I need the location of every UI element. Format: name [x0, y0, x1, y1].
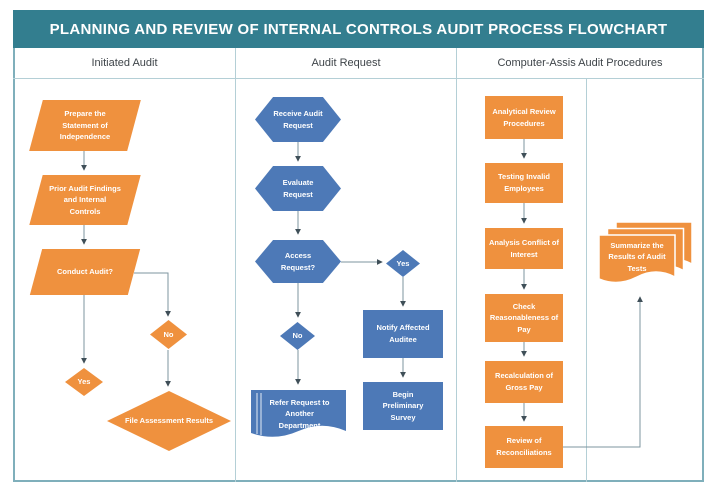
lane-divider: [235, 48, 236, 482]
node-check-reasonableness-pay: Check Reasonableness of Pay: [485, 294, 563, 342]
node-label: Summarize the Results of Audit Tests: [608, 240, 666, 273]
node-prepare-statement: Prepare the Statement of Independence: [29, 100, 141, 151]
node-label: Review of Reconciliations: [496, 436, 552, 457]
node-no-decision: No: [150, 320, 187, 349]
node-yes-decision: Yes: [65, 368, 103, 396]
node-notify-affected-auditee: Notify Affected Auditee: [363, 310, 443, 358]
lane-header-audit-request: Audit Request: [236, 48, 456, 78]
node-review-reconciliations: Review of Reconciliations: [485, 426, 563, 468]
node-yes-decision: Yes: [386, 250, 420, 277]
rectangle-shape: [485, 361, 563, 403]
hexagon-shape: [255, 97, 341, 142]
node-label: Begin Preliminary Survey: [382, 389, 424, 422]
node-label: Evaluate Request: [282, 177, 314, 199]
lane-divider: [586, 78, 587, 482]
node-conduct-audit: Conduct Audit?: [29, 249, 141, 295]
rectangle-shape: [363, 310, 443, 358]
node-label: Analytical Review Procedures: [492, 106, 556, 128]
node-label: Check Reasonableness of Pay: [489, 301, 559, 334]
document-shape: [251, 390, 346, 437]
node-label: Access Request?: [280, 250, 316, 272]
rectangle-shape: [485, 163, 563, 203]
hexagon-shape: [255, 240, 341, 283]
node-label: Receive Audit Request: [273, 108, 323, 130]
rectangle-shape: [485, 96, 563, 139]
node-label: Prior Audit Findings and Internal Contro…: [49, 183, 121, 216]
node-refer-request-department: Refer Request to Another Department: [250, 389, 347, 447]
lane-divider: [456, 48, 457, 482]
node-begin-preliminary-survey: Begin Preliminary Survey: [363, 382, 443, 430]
rectangle-shape: [485, 228, 563, 269]
node-evaluate-request: Evaluate Request: [255, 166, 341, 211]
node-label: Notify Affected Auditee: [376, 323, 430, 344]
hexagon-shape: [255, 166, 341, 211]
chart-title-banner: PLANNING AND REVIEW OF INTERNAL CONTROLS…: [13, 10, 704, 48]
node-label: Recalculation of Gross Pay: [495, 371, 553, 392]
node-recalculation-gross-pay: Recalculation of Gross Pay: [485, 361, 563, 403]
node-receive-audit-request: Receive Audit Request: [255, 97, 341, 142]
node-access-request: Access Request?: [255, 240, 341, 283]
node-testing-invalid-employees: Testing Invalid Employees: [485, 163, 563, 203]
lane-header-initiated-audit: Initiated Audit: [13, 48, 236, 78]
rectangle-shape: [363, 382, 443, 430]
lane-header-label: Audit Request: [311, 57, 381, 69]
rectangle-shape: [485, 426, 563, 468]
node-summarize-results: Summarize the Results of Audit Tests: [598, 221, 693, 295]
lane-header-label: Computer-Assis Audit Procedures: [497, 57, 663, 69]
chart-title: PLANNING AND REVIEW OF INTERNAL CONTROLS…: [49, 20, 668, 38]
rectangle-shape: [485, 294, 563, 342]
node-label: Testing Invalid Employees: [498, 172, 550, 193]
node-file-assessment-results: File Assessment Results: [107, 391, 231, 451]
node-label: Refer Request to Another Department: [269, 397, 330, 430]
node-label: Prepare the Statement of Independence: [59, 109, 111, 142]
node-label: No: [163, 329, 174, 339]
node-analytical-review: Analytical Review Procedures: [485, 96, 563, 139]
node-prior-audit-findings: Prior Audit Findings and Internal Contro…: [29, 175, 141, 225]
node-label: Analysis Conflict of Interest: [488, 237, 559, 259]
node-analysis-conflict-interest: Analysis Conflict of Interest: [485, 228, 563, 269]
node-label: Yes: [77, 377, 91, 387]
node-no-decision: No: [280, 322, 315, 350]
header-divider-line: [13, 78, 704, 79]
lane-header-label: Initiated Audit: [91, 57, 158, 69]
node-label: File Assessment Results: [124, 416, 214, 426]
lane-header-computer-assis: Computer-Assis Audit Procedures: [456, 48, 704, 78]
node-label: Conduct Audit?: [57, 267, 113, 277]
node-label: Yes: [396, 258, 410, 268]
node-label: No: [292, 331, 303, 341]
multi-document-shape: [598, 221, 693, 284]
